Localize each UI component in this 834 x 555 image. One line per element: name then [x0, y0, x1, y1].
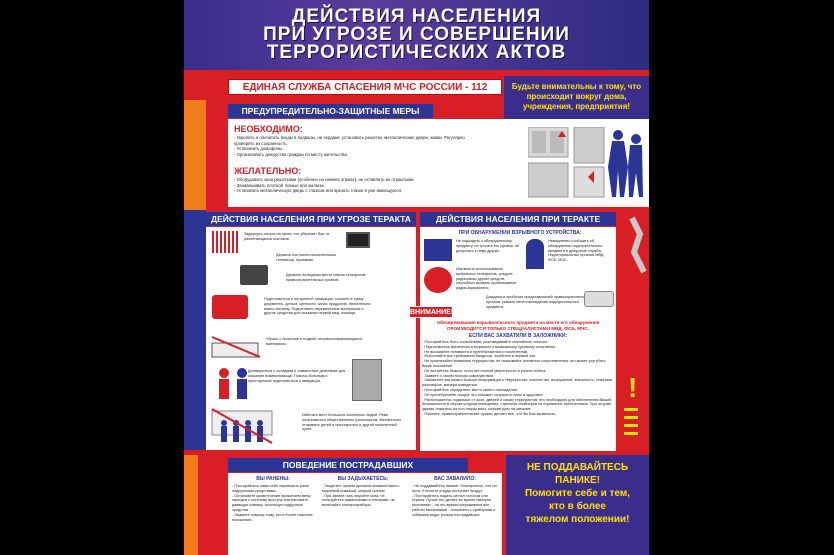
victims-col3-list: - Не поддавайтесь панике. Осмотритесь, н… [412, 484, 498, 518]
attention-text: Будьте внимательны к тому, что происходи… [511, 82, 642, 111]
list-item: - Постарайтесь определить место своего н… [422, 387, 518, 392]
list-item: - Не пытайтесь бежать, если нет полной у… [422, 368, 547, 373]
list-item: - Постарайтесь подать сигнал голосом или… [412, 493, 496, 517]
list-item: - Установить домофоны. [234, 146, 284, 152]
curtain-icon [212, 231, 240, 253]
ems-hotline: ЕДИНАЯ СЛУЖБА СПАСЕНИЯ МЧС РОССИИ - 112 [228, 79, 502, 95]
threat-item-6: Договориться с соседями о совместных дей… [248, 369, 346, 383]
header-line-3: ТЕРРОРИСТИЧЕСКИХ АКТОВ [266, 42, 567, 63]
header-line-2: ПРИ УГРОЗЕ И СОВЕРШЕНИИ [263, 24, 570, 45]
closing-line-4: кто в более [549, 501, 606, 512]
attention-label: ВНИМАНИЕ! [409, 306, 453, 318]
list-item: - Организовать дежурства граждан по мест… [234, 151, 348, 157]
list-item: - Не привлекайте внимания террористов, н… [422, 359, 606, 368]
required-list: - Укрепить и опечатать входы в подвалы, … [234, 135, 484, 157]
header-banner: ДЕЙСТВИЯ НАСЕЛЕНИЯ ПРИ УГРОЗЕ И СОВЕРШЕН… [184, 0, 649, 70]
threat-item-3: Держать на видном месте список телефонов… [286, 273, 366, 282]
header-line-1: ДЕЙСТВИЯ НАСЕЛЕНИЯ [291, 6, 542, 27]
door-icon [352, 359, 382, 401]
desired-label: ЖЕЛАТЕЛЬНО: [234, 166, 302, 176]
right-icons-column: ! [624, 216, 647, 435]
tv-icon [346, 232, 370, 248]
side-stripe-orange [184, 100, 206, 210]
closing-line-3: Помогите себе и тем, [524, 488, 631, 499]
exclamation-icon: ! [628, 372, 637, 403]
hostage-title: ЕСЛИ ВАС ЗАХВАТИЛИ В ЗАЛОЖНИКИ: [420, 333, 616, 339]
victims-col2-title: ВЫ ЗАДЫХАЕТЕСЬ: [337, 476, 389, 482]
threat-item-1: Задернуть шторы на окнах: это убережет В… [244, 232, 330, 241]
list-item: - Занавешивать плотной тканью или жалюзи… [234, 182, 325, 188]
list-item: - Окажите помощь тому, кто в более тяжел… [232, 512, 313, 522]
threat-title: ДЕЙСТВИЯ НАСЕЛЕНИЯ ПРИ УГРОЗЕ ТЕРАКТА [206, 212, 416, 226]
preventive-title: ПРЕДУПРЕДИТЕЛЬНО-ЗАЩИТНЫЕ МЕРЫ [228, 104, 433, 118]
side-stripe-orange-bottom [184, 455, 198, 555]
explosive-item-4: Дождаться прибытия представителей правоо… [486, 295, 592, 309]
victims-col1-list: - Постарайтесь сами себе перевязать раны… [232, 484, 314, 522]
victims-col1-title: ВЫ РАНЕНЫ: [256, 476, 290, 482]
list-item: - Подготовьтесь физически и морально к в… [422, 344, 557, 349]
side-stripe-blue [184, 210, 206, 450]
explosive-item-1: Не подходить к обнаруженному предмету, н… [456, 239, 520, 253]
no-phone-icon [424, 267, 452, 293]
first-aid-bag-icon [212, 295, 248, 319]
list-item: - Заявите о своем плохом самочувствии. [422, 373, 495, 378]
list-item: - Не вызывайте ненависти и пренебрежения… [422, 349, 529, 354]
list-item: - Постарайтесь быть спокойными, разговар… [422, 340, 548, 344]
list-item: - Не пренебрегайте пищей: это поможет со… [422, 392, 544, 397]
list-item: - Расположитесь подальше от окон, дверей… [422, 397, 612, 412]
victims-col2-list: - Защитите органы дыхания влажной ватно-… [322, 484, 404, 508]
police-car-icon [584, 291, 614, 307]
list-item: - Постарайтесь сами себе перевязать раны… [232, 484, 310, 493]
list-item: - Выполняйте все требования бандитов, ос… [422, 354, 537, 359]
closing-box: НЕ ПОДДАВАЙТЕСЬ ПАНИКЕ! Помогите себе и … [506, 455, 649, 555]
preventive-panel: НЕОБХОДИМО: - Укрепить и опечатать входы… [228, 119, 649, 207]
list-item: - Укрепить и опечатать входы в подвалы, … [234, 135, 465, 146]
threat-item-7: Избегать мест большого скопления людей. … [302, 413, 402, 432]
suspicious-object-icon [424, 239, 452, 261]
list-item: - Помните, правоохранительные органы дел… [422, 411, 557, 416]
victims-title: ПОВЕДЕНИЕ ПОСТРАДАВШИХ [228, 458, 468, 472]
list-item: - Запомните как можно больше информации … [422, 378, 612, 388]
list-item: - Не поддавайтесь панике. Осмотритесь, н… [412, 484, 497, 493]
threat-item-2: Держать постоянно включенными телевизор,… [276, 253, 336, 262]
closing-line-2: ПАНИКЕ! [555, 475, 600, 486]
explosive-title: ПРИ ОБНАРУЖЕНИИ ВЗРЫВНОГО УСТРОЙСТВА: [458, 230, 582, 236]
neighbors-icon [219, 368, 247, 399]
explosive-item-2: Исключить использование мобильных телефо… [456, 267, 517, 291]
act-title: ДЕЙСТВИЯ НАСЕЛЕНИЯ ПРИ ТЕРАКТЕ [420, 212, 616, 226]
building-illustration [528, 127, 643, 198]
list-item: - Остановите кровотечение прижатием вены… [232, 493, 311, 512]
list-item: - Установить металлическую дверь с глазк… [234, 188, 403, 194]
threat-item-4: Подготовиться к экстренной эвакуации: сл… [264, 297, 371, 316]
hostage-list: - Постарайтесь быть спокойными, разговар… [422, 340, 614, 417]
crowd-icon [211, 408, 273, 444]
decorative-path-icon [629, 216, 647, 274]
act-panel: ПРИ ОБНАРУЖЕНИИ ВЗРЫВНОГО УСТРОЙСТВА: Не… [420, 227, 616, 451]
threat-item-5: Убрать с балконов и лоджий легковоспламе… [266, 337, 363, 346]
threat-panel: Задернуть шторы на окнах: это убережет В… [206, 227, 416, 450]
explosive-item-3: Немедленно сообщить об обнаружении подоз… [548, 239, 605, 263]
list-item: - Оборудовать окна решетками (особенно н… [234, 177, 415, 182]
closing-line-1: НЕ ПОДДАВАЙТЕСЬ [526, 462, 629, 473]
attention-text-act: Обезвреживание взрывоопасного предмета н… [420, 320, 616, 332]
closing-line-5: тяжелом положении! [525, 514, 630, 525]
poster: ДЕЙСТВИЯ НАСЕЛЕНИЯ ПРИ УГРОЗЕ И СОВЕРШЕН… [184, 0, 649, 555]
victims-panel: ВЫ РАНЕНЫ: - Постарайтесь сами себе пере… [228, 473, 502, 555]
phone-call-icon [526, 239, 544, 269]
balcony-icon [211, 336, 261, 358]
list-item: - При запахе газа откройте окна, не поль… [322, 493, 395, 508]
list-item: - Защитите органы дыхания влажной ватно-… [322, 484, 400, 493]
desired-list: - Оборудовать окна решетками (особенно н… [234, 177, 484, 194]
radio-icon [240, 265, 268, 285]
victims-col3-title: ВАС ЗАВАЛИЛО: [434, 476, 476, 482]
required-label: НЕОБХОДИМО: [234, 124, 303, 134]
